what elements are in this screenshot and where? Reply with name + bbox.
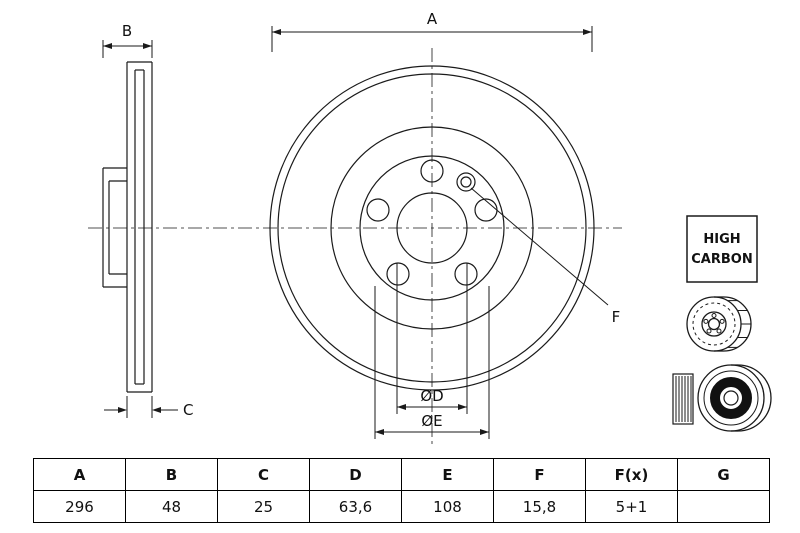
dim-c-arrow-left [118,407,127,413]
bolt-hole-upper-left [366,198,390,222]
disc2-face-outline [697,364,765,432]
value-f: 15,8 [493,490,586,523]
dim-f-leader-line [470,187,609,306]
hat-circle [359,155,505,301]
disc-hub-circle [701,311,727,337]
disc2-hub-ring [710,377,752,419]
center-bore-circle [396,192,468,264]
col-header-fx: F(x) [585,458,678,491]
dim-e-label: ØE [421,412,442,430]
disc-center-hole [707,317,721,331]
value-e: 108 [401,490,494,523]
dim-e-arrow-left [375,429,384,435]
col-header-b: B [125,458,218,491]
locating-hole-inner [460,176,472,188]
dim-c-arrow-right [152,407,161,413]
value-a: 296 [33,490,126,523]
dimension-a [271,26,593,52]
bolt-hole-upper-right [474,198,498,222]
dim-b-label: B [122,22,132,40]
col-header-d: D [309,458,402,491]
disc-side-view [102,61,153,393]
friction-inner-circle [330,126,534,330]
locating-hole-outer [456,172,476,192]
disc2-rim-depth-arc [737,364,772,432]
col-header-g: G [677,458,770,491]
col-header-e: E [401,458,494,491]
value-d: 63,6 [309,490,402,523]
disc-vent-ring [692,302,736,346]
value-b: 48 [125,490,218,523]
outer-edge-circle [277,73,587,383]
disc2-center-hole [723,390,739,406]
table-value-row: 296 48 25 63,6 108 15,8 5+1 [33,490,770,523]
dim-d-arrow-right [458,404,467,410]
dim-d-label: ØD [420,387,443,405]
dim-a-label: A [427,10,438,28]
vented-disc-icon [686,296,752,352]
value-g [677,490,770,523]
dim-c-label: C [183,401,193,419]
dimension-e [374,286,490,439]
bolt-hole-lower-left [386,262,410,286]
dim-d-arrow-left [397,404,406,410]
dimensions-table: A B C D E F F(x) G 296 48 25 63,6 108 15… [33,458,770,523]
outer-diameter-circle [269,65,595,391]
col-header-c: C [217,458,310,491]
col-header-f: F [493,458,586,491]
disc-rim-hatch [727,300,751,348]
disc-front-view [269,65,595,391]
dim-a-arrow-right [583,29,592,35]
bearing-block-stripes [675,376,692,422]
dim-e-arrow-right [480,429,489,435]
high-carbon-badge-line1: HIGH [703,232,740,247]
high-carbon-badge-box [686,215,758,283]
disc-with-bearing-icon [672,364,772,432]
centerlines [88,48,622,444]
dim-f-label: F [612,308,621,326]
value-c: 25 [217,490,310,523]
table-header-row: A B C D E F F(x) G [33,458,770,491]
high-carbon-badge-line2: CARBON [691,252,752,267]
technical-drawing: A B C ØD [88,10,772,444]
bolt-hole-lower-right [454,262,478,286]
dim-b-arrow-left [103,43,112,49]
value-fx: 5+1 [585,490,678,523]
dim-b-arrow-right [143,43,152,49]
bearing-block [672,373,694,425]
disc2-friction-circle [703,370,759,426]
dimension-b [102,40,153,58]
col-header-a: A [33,458,126,491]
dimension-d [396,263,468,414]
disc-bolt-holes [703,313,725,334]
dim-a-arrow-left [272,29,281,35]
dimension-c [104,396,178,418]
disc-face-outline [686,296,742,352]
bolt-hole-top [420,159,444,183]
